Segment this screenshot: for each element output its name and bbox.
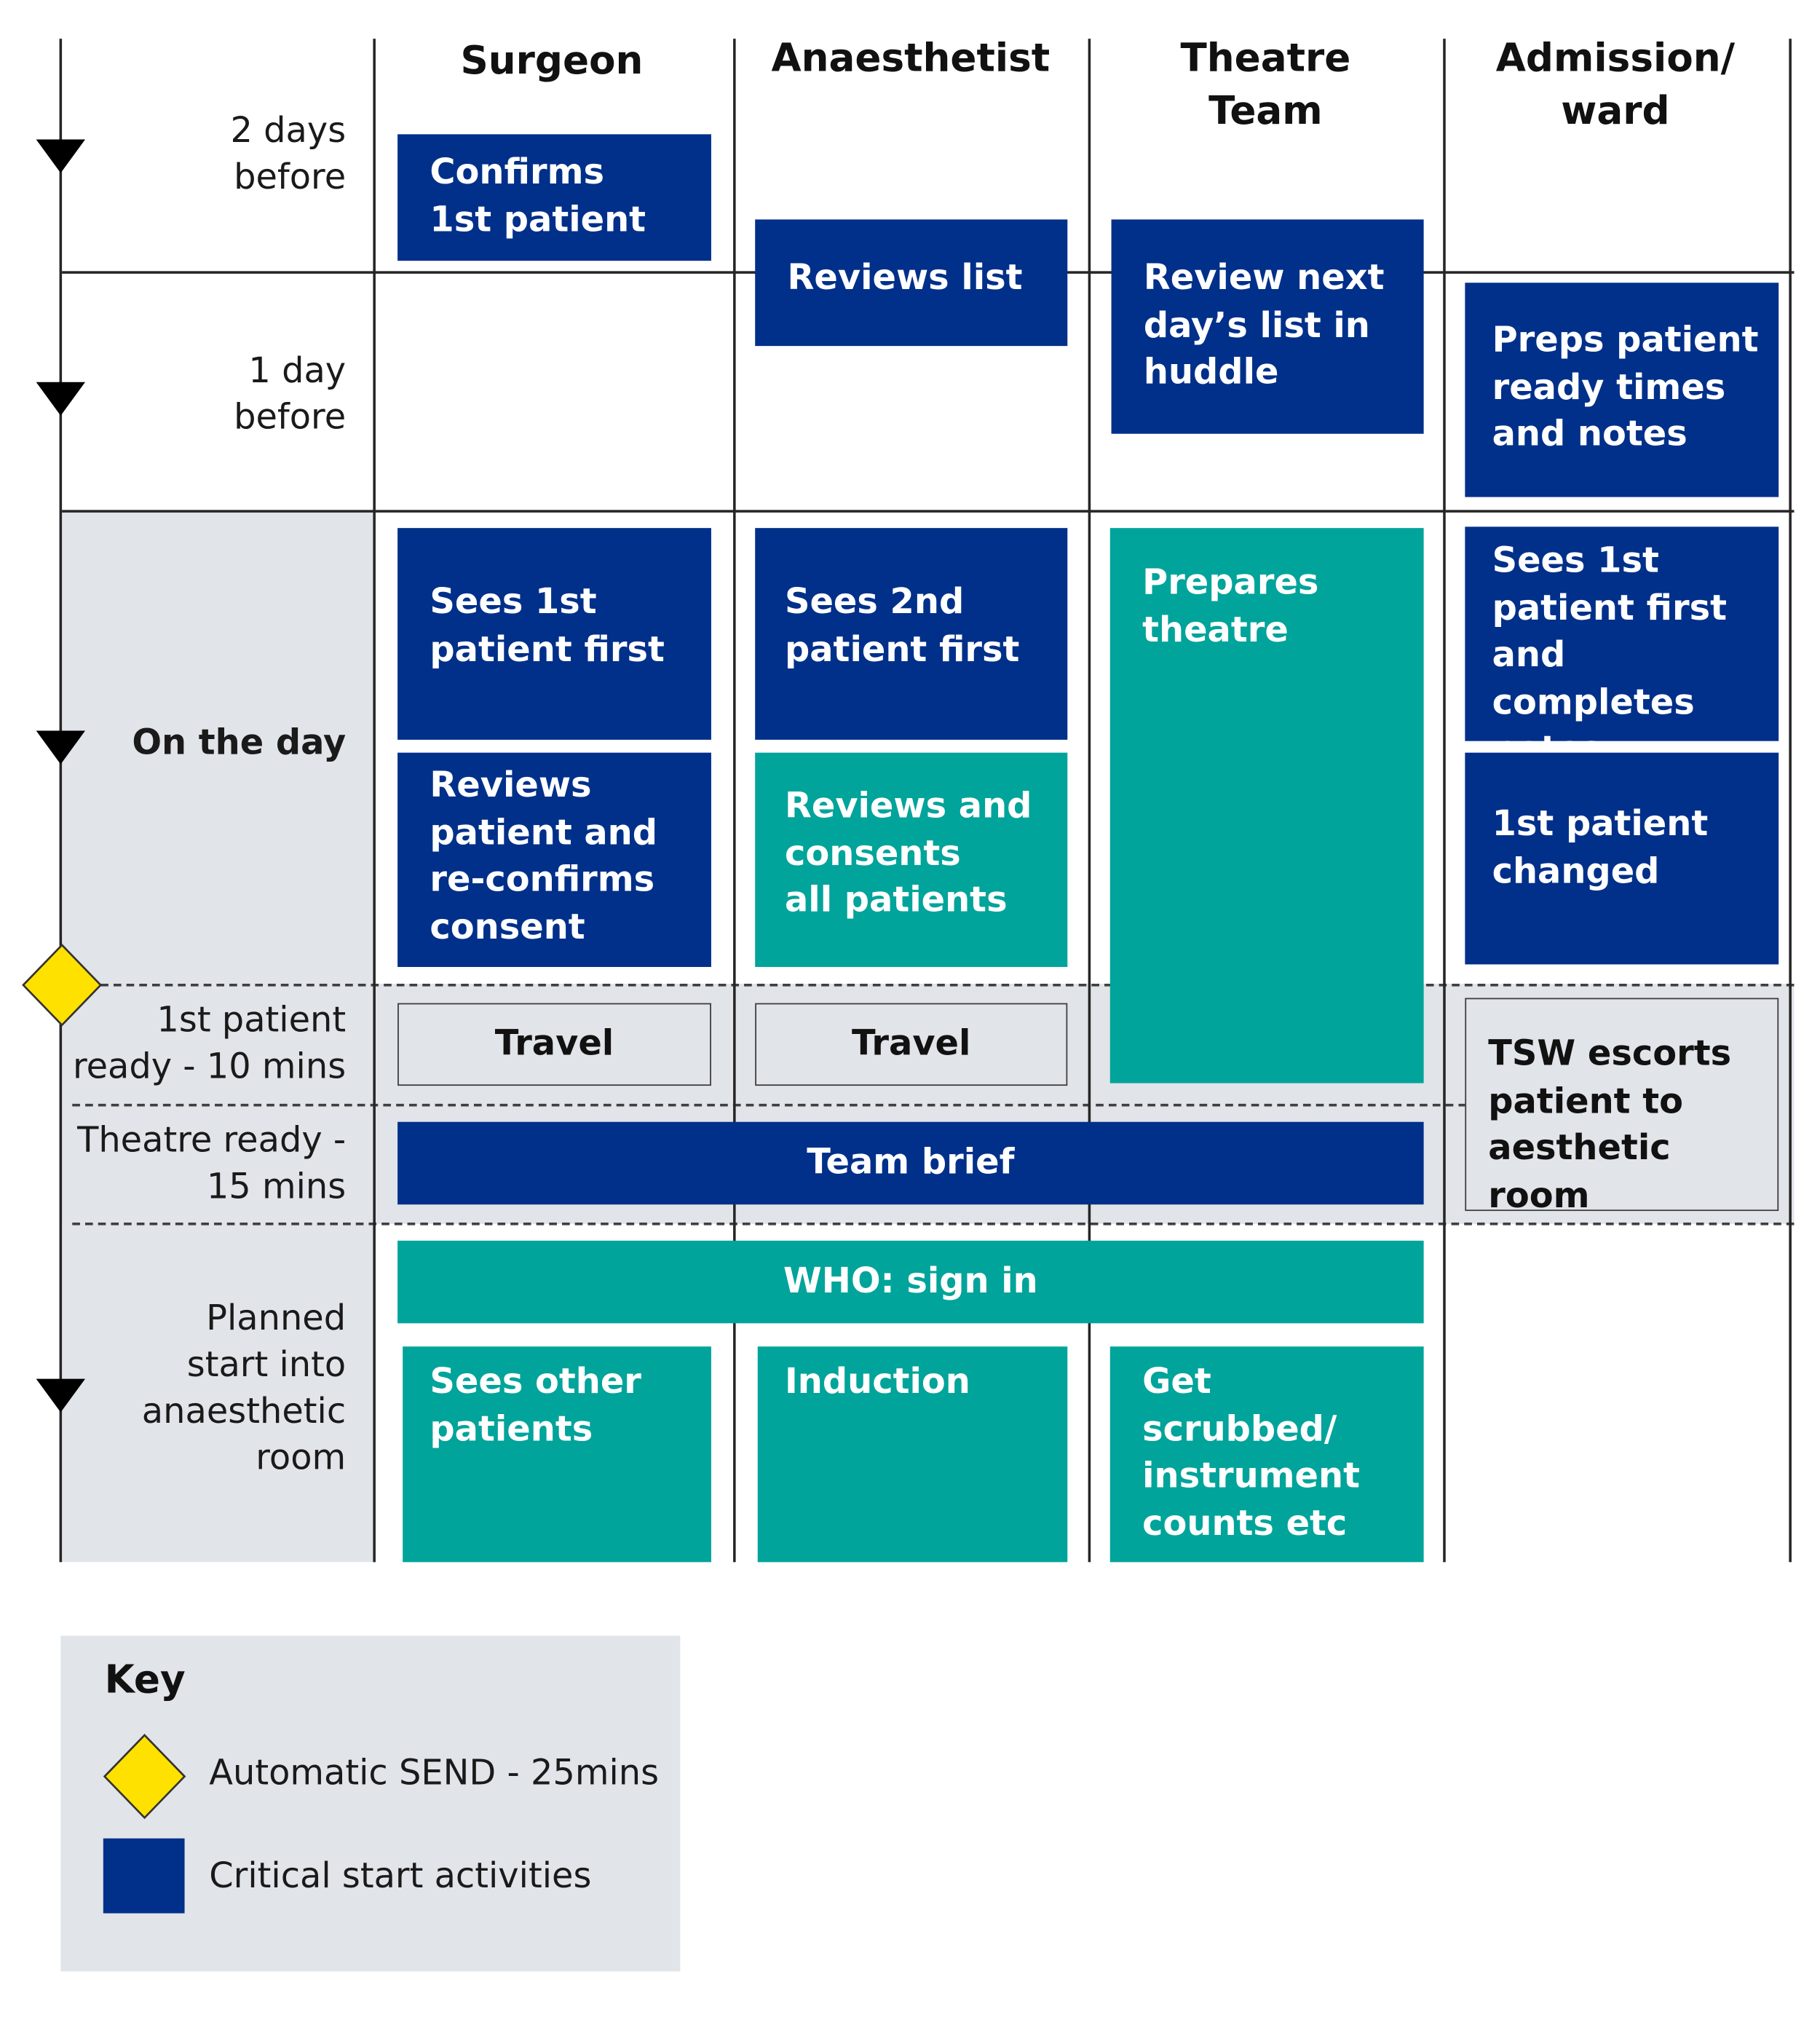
timeline-marker-triangle bbox=[36, 382, 86, 416]
row-divider bbox=[62, 510, 1795, 513]
timeline-marker-triangle bbox=[36, 730, 86, 765]
time-label-1-day: 1 day before bbox=[234, 351, 347, 438]
time-label-planned-start: Planned start into anaesthetic room bbox=[141, 1298, 347, 1479]
activity-anaesthetist-reviews-list: Reviews list bbox=[755, 219, 1068, 347]
time-label-theatre-ready: Theatre ready - 15 mins bbox=[77, 1120, 347, 1207]
column-header-surgeon: Surgeon bbox=[460, 39, 644, 84]
activity-surgeon-sees-first: Sees 1st patient first bbox=[397, 528, 711, 740]
key-title: Key bbox=[104, 1657, 186, 1703]
key-diamond-label: Automatic SEND - 25mins bbox=[209, 1753, 660, 1793]
activity-ward-tsw-escorts: TSW escorts patient to aesthetic room bbox=[1465, 998, 1779, 1215]
activity-who-sign-in: WHO: sign in bbox=[397, 1240, 1424, 1324]
activity-anaesthetist-travel: Travel bbox=[755, 1003, 1068, 1086]
activity-anaesthetist-reviews-consents: Reviews and consents all patients bbox=[755, 752, 1068, 967]
key-square-label: Critical start activities bbox=[209, 1856, 592, 1897]
key-critical-square-icon bbox=[103, 1838, 185, 1914]
dashed-divider bbox=[72, 1223, 1795, 1225]
activity-surgeon-confirms: Confirms 1st patient bbox=[397, 134, 711, 261]
key-panel bbox=[60, 1635, 681, 1972]
activity-surgeon-reviews-consent: Reviews patient and re-confirms consent bbox=[397, 752, 711, 967]
activity-theatre-review-next-day: Review next day’s list in huddle bbox=[1111, 219, 1424, 434]
column-divider bbox=[733, 39, 736, 1563]
activity-ward-sees-first: Sees 1st patient first and completes not… bbox=[1465, 526, 1779, 770]
activity-ward-preps-patient: Preps patient ready times and notes bbox=[1465, 283, 1779, 497]
activity-surgeon-sees-other: Sees other patients bbox=[403, 1346, 711, 1563]
dashed-divider bbox=[100, 984, 1795, 987]
dashed-divider bbox=[72, 1103, 1467, 1107]
time-label-first-ready: 1st patient ready - 10 mins bbox=[72, 1000, 347, 1087]
activity-anaesthetist-sees-second: Sees 2nd patient first bbox=[755, 528, 1068, 740]
column-header-theatre-team: Theatre Team bbox=[1180, 36, 1351, 135]
column-header-admission-ward: Admission/ ward bbox=[1495, 36, 1736, 135]
column-divider bbox=[1088, 39, 1091, 1563]
activity-ward-first-changed: 1st patient changed bbox=[1465, 752, 1779, 965]
timeline-axis bbox=[59, 39, 63, 1563]
time-label-on-the-day: On the day bbox=[132, 722, 347, 763]
column-header-anaesthetist: Anaesthetist bbox=[771, 36, 1051, 82]
activity-surgeon-travel: Travel bbox=[397, 1003, 711, 1086]
timeline-marker-triangle bbox=[36, 1378, 86, 1413]
time-label-2-days: 2 days before bbox=[230, 111, 347, 198]
activity-theatre-scrub: Get scrubbed/ instrument counts etc bbox=[1109, 1346, 1424, 1563]
key-diamond-icon bbox=[103, 1734, 186, 1820]
activity-anaesthetist-induction: Induction bbox=[757, 1346, 1068, 1563]
column-divider bbox=[1443, 39, 1446, 1563]
column-divider bbox=[1789, 39, 1792, 1563]
timeline-marker-triangle bbox=[36, 139, 86, 173]
column-divider bbox=[373, 39, 376, 1563]
activity-team-brief: Team brief bbox=[397, 1121, 1424, 1205]
activity-theatre-prepares: Prepares theatre bbox=[1109, 528, 1424, 1083]
send-diamond-icon bbox=[22, 943, 103, 1027]
